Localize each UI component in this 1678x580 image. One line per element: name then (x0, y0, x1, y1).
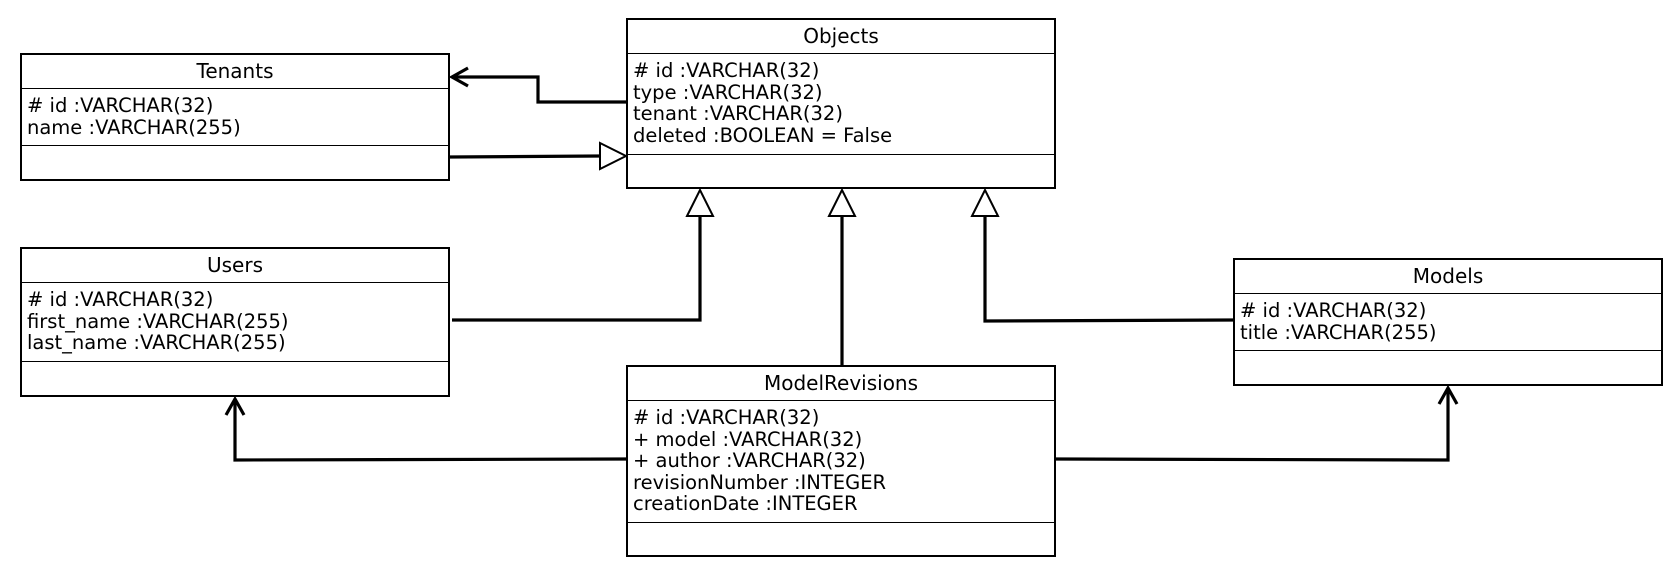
operation-compartment (22, 146, 448, 179)
triangle-arrowhead-objects-left (599, 141, 629, 171)
attribute-compartment: # id :VARCHAR(32) title :VARCHAR(255) (1235, 294, 1661, 351)
triangle-arrowhead-objects-users (685, 187, 715, 217)
attribute: + model :VARCHAR(32) (633, 427, 863, 451)
operation-compartment (628, 523, 1054, 555)
class-tenants: Tenants # id :VARCHAR(32) name :VARCHAR(… (20, 53, 450, 181)
attribute: # id :VARCHAR(32) (27, 94, 214, 117)
attribute: first_name :VARCHAR(255) (27, 309, 289, 333)
attribute: # id :VARCHAR(32) (1240, 299, 1427, 322)
attribute: tenant :VARCHAR(32) (633, 102, 843, 125)
attribute-compartment: # id :VARCHAR(32) name :VARCHAR(255) (22, 89, 448, 146)
attribute: creationDate :INTEGER (633, 492, 858, 515)
association-modelrevisions-to-users (233, 399, 627, 462)
attribute-compartment: # id :VARCHAR(32) type :VARCHAR(32) tena… (628, 54, 1054, 155)
attribute: last_name :VARCHAR(255) (27, 331, 286, 354)
attribute-compartment: # id :VARCHAR(32) first_name :VARCHAR(25… (22, 283, 448, 362)
attribute: # id :VARCHAR(32) (633, 59, 820, 82)
attribute: type :VARCHAR(32) (633, 80, 823, 104)
attribute: # id :VARCHAR(32) (27, 288, 214, 311)
association-objects-to-tenants (452, 75, 626, 104)
class-title: Users (22, 249, 448, 283)
class-title: Models (1235, 260, 1661, 294)
generalization-tenants-to-objects (449, 154, 601, 159)
operation-compartment (22, 362, 448, 395)
class-users: Users # id :VARCHAR(32) first_name :VARC… (20, 247, 450, 397)
attribute: + author :VARCHAR(32) (633, 449, 866, 472)
attribute: deleted :BOOLEAN = False (633, 123, 893, 147)
attribute: title :VARCHAR(255) (1240, 320, 1437, 344)
class-modelrevisions: ModelRevisions # id :VARCHAR(32) + model… (626, 365, 1056, 557)
open-arrowhead-users (224, 395, 246, 416)
class-title: Objects (628, 20, 1054, 54)
attribute: revisionNumber :INTEGER (633, 470, 887, 494)
generalization-models-to-objects (983, 216, 1234, 323)
open-arrowhead-tenants (448, 66, 469, 88)
attribute-compartment: # id :VARCHAR(32) + model :VARCHAR(32) +… (628, 401, 1054, 523)
operation-compartment (628, 155, 1054, 187)
attribute: name :VARCHAR(255) (27, 115, 241, 139)
attribute: # id :VARCHAR(32) (633, 406, 820, 429)
association-modelrevisions-to-models (1055, 388, 1450, 462)
class-title: ModelRevisions (628, 367, 1054, 401)
open-arrowhead-models (1437, 384, 1459, 405)
triangle-arrowhead-objects-modelrevisions (827, 187, 857, 217)
class-models: Models # id :VARCHAR(32) title :VARCHAR(… (1233, 258, 1663, 386)
operation-compartment (1235, 351, 1661, 384)
class-objects: Objects # id :VARCHAR(32) type :VARCHAR(… (626, 18, 1056, 189)
triangle-arrowhead-objects-models (970, 187, 1000, 217)
generalization-users-to-objects (452, 216, 702, 322)
class-title: Tenants (22, 55, 448, 89)
